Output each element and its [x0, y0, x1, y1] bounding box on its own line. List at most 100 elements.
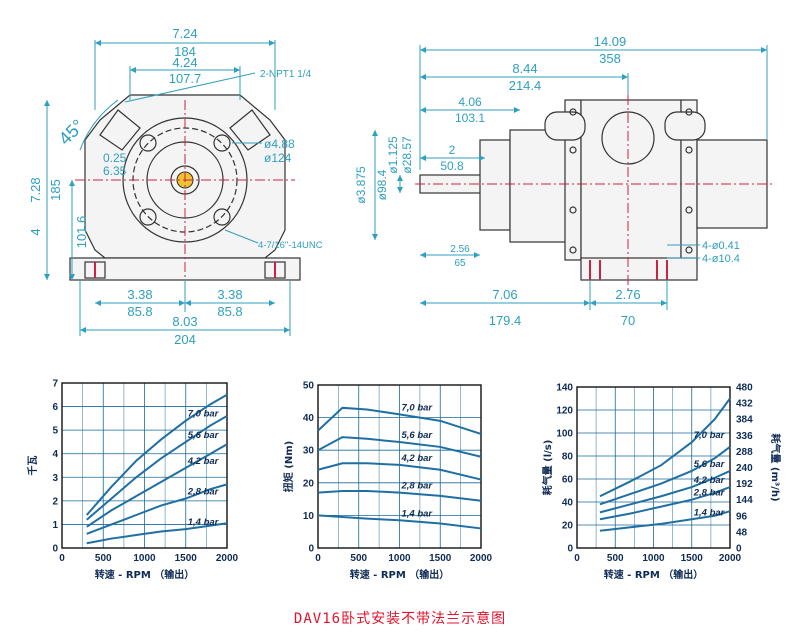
x-tick-label: 1000 — [133, 553, 156, 564]
length-hub-mm: 103.1 — [455, 111, 485, 125]
y-right-tick-label: 336 — [736, 431, 753, 442]
y-tick-label: 4 — [52, 449, 58, 460]
slot-inch: 4-ø0.41 — [702, 240, 740, 252]
x-tick-label: 0 — [315, 553, 321, 564]
y-tick-label: 1 — [52, 520, 58, 531]
y-right-tick-label: 0 — [736, 544, 742, 555]
foot-length-mm: 179.4 — [489, 313, 522, 328]
series-label: 4,2 bar — [693, 475, 726, 486]
front-mid-mm: 107.7 — [169, 71, 202, 86]
series-line — [317, 489, 482, 502]
series-label: 2,8 bar — [401, 481, 434, 492]
series-label: 5,6 bar — [188, 430, 220, 441]
front-width-inch: 7.24 — [172, 26, 197, 41]
series-label: 4,2 bar — [401, 453, 434, 464]
series-label: 1,4 bar — [694, 507, 726, 518]
diameter1-inch: ø3.875 — [354, 166, 368, 204]
y-tick-label: 5 — [52, 426, 58, 437]
y-right-tick-label: 288 — [736, 447, 753, 458]
half-b-mm: 85.8 — [217, 304, 242, 319]
radius-mm: 6.35 — [103, 164, 127, 178]
x-tick-label: 500 — [350, 553, 367, 564]
front-view: 7.24 184 4.24 107.7 2-NPT1 1/4 45° ø4.88… — [28, 26, 323, 347]
key-inch: 2.56 — [450, 244, 470, 255]
series-line — [599, 470, 731, 514]
series-label: 4,2 bar — [187, 456, 220, 467]
series-label: 5,6 bar — [694, 459, 726, 470]
plot-frame — [576, 386, 731, 549]
slot-mm: 4-ø10.4 — [702, 253, 740, 265]
front-mid-inch: 4.24 — [172, 55, 197, 70]
length-total-mm: 358 — [599, 51, 621, 66]
x-tick-label: 1500 — [429, 553, 452, 564]
shaft-length-mm: 50.8 — [440, 159, 464, 173]
series-label: 7,0 bar — [402, 402, 434, 413]
y-right-tick-label: 192 — [736, 479, 753, 490]
series-line — [599, 486, 731, 521]
y-tick-label: 60 — [562, 475, 574, 486]
npt-label: 2-NPT1 1/4 — [260, 69, 312, 80]
x-tick-label: 0 — [59, 553, 65, 564]
x-tick-label: 2000 — [470, 553, 493, 564]
x-tick-label: 2000 — [216, 553, 239, 564]
length-body-mm: 214.4 — [509, 78, 542, 93]
diameter2-mm: ø28.57 — [400, 136, 414, 174]
series-line — [317, 406, 482, 435]
series-line — [599, 397, 731, 498]
x-tick-label: 1500 — [175, 553, 198, 564]
diameter1-mm: ø98.4 — [375, 169, 389, 200]
y-right-tick-label: 240 — [736, 463, 753, 474]
bolt-circle-mm: ø124 — [264, 151, 292, 165]
shaft-length-inch: 2 — [449, 143, 456, 157]
foot-length-inch: 7.06 — [492, 287, 517, 302]
y-tick-label: 100 — [556, 429, 573, 440]
series-line — [317, 514, 482, 530]
figure-caption: DAV16卧式安装不带法兰示意图 — [293, 611, 507, 627]
height-inch: 7.28 — [28, 177, 43, 202]
y-tick-label: 40 — [562, 498, 574, 509]
foot-width-mm: 70 — [621, 313, 635, 328]
series-label: 5,6 bar — [402, 430, 434, 441]
plot-frame — [317, 384, 482, 549]
x-axis-label: 转速 - RPM （输出） — [95, 568, 195, 581]
diameter2-inch: ø1.125 — [386, 136, 400, 174]
base-inch: 8.03 — [172, 314, 197, 329]
x-tick-label: 500 — [607, 553, 624, 564]
y-right-tick-label: 96 — [736, 511, 748, 522]
bolt-circle-inch: ø4.88 — [264, 137, 295, 151]
radius-inch: 0.25 — [103, 151, 127, 165]
series-label: 7,0 bar — [188, 409, 220, 420]
y-tick-label: 20 — [303, 478, 315, 489]
y-tick-label: 10 — [303, 511, 315, 522]
height-mm: 185 — [48, 179, 63, 201]
half-b-inch: 3.38 — [217, 287, 242, 302]
y-tick-label: 0 — [567, 544, 573, 555]
y-right-tick-label: 48 — [736, 527, 748, 538]
length-total-inch: 14.09 — [594, 34, 627, 49]
center-height-mm: 101.6 — [74, 216, 89, 249]
series-line — [86, 415, 228, 521]
series-label: 2,8 bar — [187, 487, 220, 498]
y-tick-label: 0 — [308, 544, 314, 555]
length-body-inch: 8.44 — [512, 61, 537, 76]
y-right-tick-label: 480 — [736, 383, 753, 394]
side-view: 14.09 358 8.44 214.4 4.06 103.1 2 50.8 ø… — [354, 34, 775, 328]
y-tick-label: 80 — [562, 452, 574, 463]
y-axis-label: 耗气量 (l/s) — [541, 440, 554, 496]
series-line — [85, 393, 228, 516]
series-line — [86, 522, 228, 545]
series-label: 1,4 bar — [188, 517, 220, 528]
y-tick-label: 40 — [303, 413, 315, 424]
foot-width-inch: 2.76 — [615, 287, 640, 302]
y-tick-label: 30 — [303, 446, 315, 457]
series-line — [599, 446, 731, 506]
y-right-axis-label: 耗气量 (m³/h) — [769, 433, 782, 501]
series-label: 7,0 bar — [694, 430, 726, 441]
x-tick-label: 2000 — [719, 553, 742, 564]
y-tick-label: 7 — [52, 379, 58, 390]
y-tick-label: 50 — [303, 381, 315, 392]
x-axis-label: 转速 - RPM （输出） — [350, 568, 450, 581]
